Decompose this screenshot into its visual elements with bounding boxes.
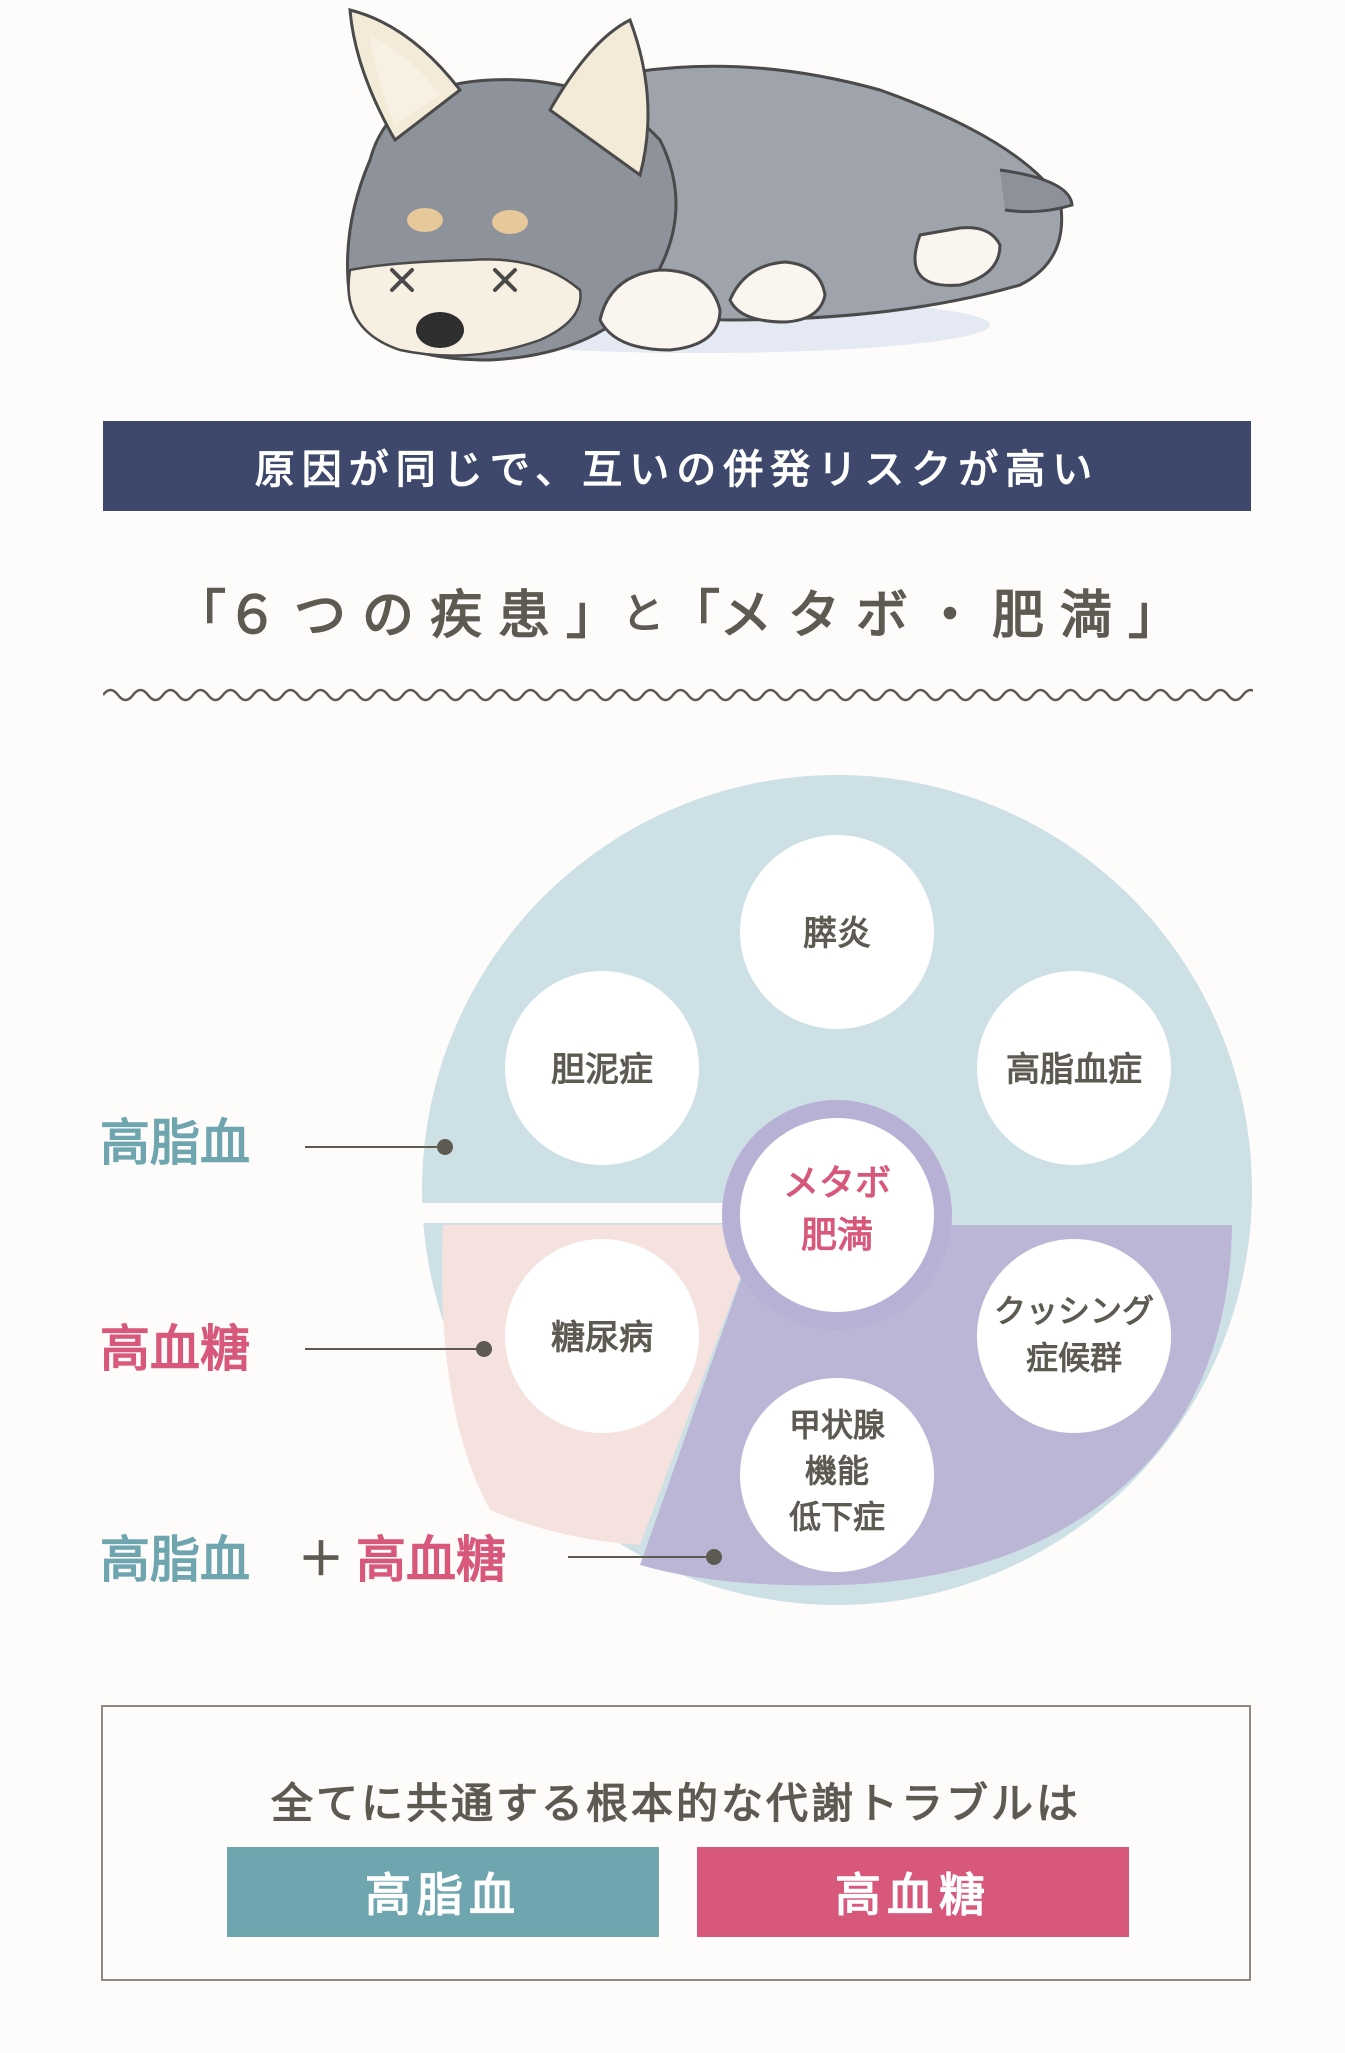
label-pancreatitis: 膵炎 (803, 914, 871, 954)
wavy-divider (103, 688, 1253, 702)
center-circle (740, 1118, 934, 1312)
label-diabetes: 糖尿病 (551, 1318, 653, 1358)
circle-cushing (977, 1239, 1171, 1433)
legend-sugar: 高血糖 (100, 1320, 250, 1378)
cause-banner: 原因が同じで、互いの併発リスクが高い (103, 421, 1251, 511)
headline: 「 ６つの疾患 」 と 「 メタボ・肥満 」 (103, 570, 1251, 650)
label-thyroid-2: 機能 (805, 1452, 869, 1490)
headline-close-quote-2: 」 (1128, 585, 1181, 646)
label-cushing-2: 症候群 (1026, 1339, 1122, 1377)
tag-hyperlipidemia-label: 高脂血 (365, 1868, 521, 1922)
circle-diabetes (505, 1239, 699, 1433)
legend-both-dot (706, 1549, 722, 1565)
headline-open-quote: 「 (173, 585, 226, 646)
center-label-metabo: メタボ (783, 1163, 891, 1204)
circle-pancreatitis (740, 835, 934, 1029)
legend-both-lipid: 高脂血 (100, 1531, 250, 1589)
tag-hyperglycemia-label: 高血糖 (835, 1868, 991, 1922)
circle-thyroid (740, 1378, 934, 1572)
legend-lipid: 高脂血 (100, 1114, 250, 1172)
tag-hyperglycemia: 高血糖 (697, 1847, 1129, 1937)
label-gallstone: 胆泥症 (551, 1050, 653, 1090)
center-label-obesity: 肥満 (801, 1215, 873, 1256)
tag-hyperlipidemia: 高脂血 (227, 1847, 659, 1937)
headline-close-quote: 」 (565, 585, 618, 646)
summary-text: 全てに共通する根本的な代謝トラブルは (270, 1779, 1081, 1828)
headline-connector: と (621, 588, 664, 638)
label-thyroid-3: 低下症 (789, 1498, 885, 1536)
headline-open-quote-2: 「 (668, 585, 721, 646)
label-cushing-1: クッシング (994, 1292, 1154, 1330)
label-hyperlipidemia: 高脂血症 (1006, 1050, 1142, 1090)
legend-plus: ＋ (298, 1532, 344, 1586)
circle-hyperlipidemia (977, 971, 1171, 1165)
sleeping-chihuahua-illustration (346, 8, 1074, 362)
legend-sugar-dot (476, 1341, 492, 1357)
label-thyroid-1: 甲状腺 (789, 1406, 886, 1444)
legend-lipid-dot (437, 1139, 453, 1155)
disease-diagram: メタボ 肥満 膵炎 胆泥症 高脂血症 糖尿病 クッシング 症候群 甲状腺 機能 … (100, 775, 1252, 1605)
headline-metabolic-obesity: メタボ・肥満 (720, 585, 1129, 646)
summary-box: 全てに共通する根本的な代謝トラブルは 高脂血 高血糖 (101, 1705, 1251, 1981)
headline-six-diseases: ６つの疾患 (225, 585, 566, 646)
legend-both-sugar: 高血糖 (356, 1531, 506, 1589)
circle-gallstone (505, 971, 699, 1165)
banner-text: 原因が同じで、互いの併発リスクが高い (254, 447, 1100, 493)
